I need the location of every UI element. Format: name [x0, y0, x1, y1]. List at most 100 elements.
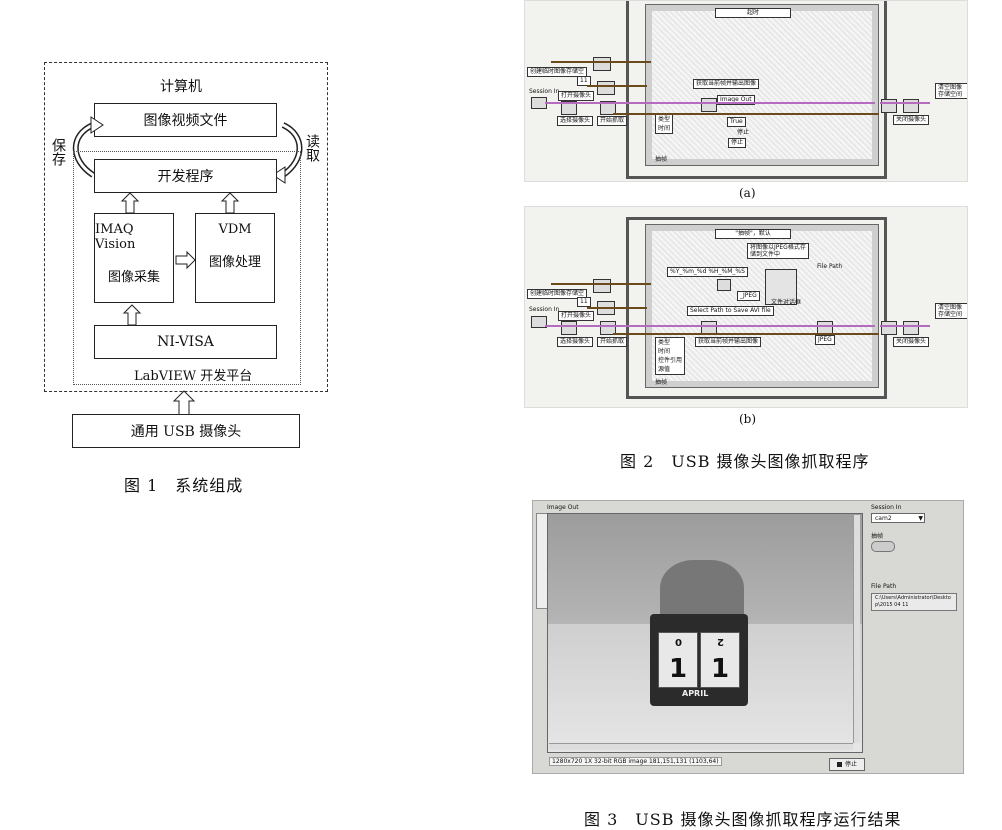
stop-button[interactable]: 停止	[829, 758, 865, 771]
ni-visa-box: NI-VISA	[94, 325, 277, 359]
open-cam-b: 打开摄像头	[558, 311, 595, 321]
stop-btn-a: 停止	[728, 138, 747, 148]
imaq-vision-box: IMAQ Vision 图像采集	[94, 213, 174, 303]
close-cam-b: 关闭摄像头	[893, 337, 930, 347]
stop-label-a: 停止	[737, 129, 750, 136]
frame-icon-a	[701, 98, 717, 112]
idle-label-b: 抽帧	[655, 379, 668, 386]
clear-mem-a: 清空图像存储空间	[935, 83, 967, 99]
file-path-field[interactable]: C:\Users\Administrator\Desktop\2015 04 1…	[871, 593, 957, 611]
save-read-arrows	[72, 116, 303, 184]
create-temp-label-a: 创建临时图像存储空	[527, 67, 588, 77]
stop-button-label: 停止	[844, 761, 857, 768]
file-path-b: File Path	[817, 263, 843, 270]
clear-icon-b	[903, 321, 919, 335]
usb-camera-label: 通用 USB 摄像头	[130, 424, 242, 440]
computer-label: 计算机	[160, 79, 202, 95]
jpeg-select-b: JPEG	[815, 335, 835, 345]
wire-b5	[880, 325, 930, 327]
cal-month: APRIL	[682, 689, 709, 698]
wire-a2	[587, 85, 647, 87]
ni-visa-label: NI-VISA	[157, 334, 214, 350]
session-in-value: cam2	[875, 515, 892, 522]
file-dialog-b: 文件对话框	[771, 299, 802, 306]
save-jpeg-b: 将图像以JPEG格式存储到文件中	[747, 243, 809, 259]
session-icon-b	[531, 316, 547, 328]
type-time-a: 类型时间	[655, 114, 674, 134]
dev-program-box: 开发程序	[94, 159, 277, 193]
get-frame-b: 获取当前帧并输出图像	[695, 337, 762, 347]
session-in-select[interactable]: cam2 ▼	[871, 513, 925, 523]
labview-platform-label: LabVIEW 开发平台	[134, 369, 253, 384]
figure-2a-diagram: 超时 创建临时图像存储空 11 Session In 打开摄像头 选择摄像头 开…	[524, 0, 968, 182]
calendar-cube-left: 0 1	[658, 632, 698, 688]
grab-toggle-label: 抽帧	[871, 533, 884, 540]
case-structure-a	[645, 4, 879, 166]
select-path-b: Select Path to Save AVI file	[687, 306, 774, 316]
type-time-b: 类型时间控件引用源值	[655, 337, 686, 375]
image-out-a: Image Out	[717, 95, 755, 105]
up-arrow-visa	[122, 304, 142, 326]
session-in-label-b: Session In	[529, 306, 560, 313]
wire-b2	[587, 307, 647, 309]
grab-icon-b	[600, 321, 616, 335]
file-dialog-icon-b	[765, 269, 797, 305]
wire-a4	[613, 113, 879, 115]
cal-day-right: 1	[710, 653, 730, 684]
select-cam-b: 选择摄像头	[557, 337, 594, 347]
get-frame-a: 获取当前帧并输出图像	[693, 79, 760, 89]
open-cam-a: 打开摄像头	[558, 91, 595, 101]
case-selector-b: "抽帧"，默认	[715, 229, 791, 239]
clear-mem-b: 清空图像存储空间	[935, 303, 967, 319]
figure-2-caption: 图 2 USB 摄像头图像抓取程序	[620, 452, 870, 471]
open-cam-icon-a	[561, 101, 577, 115]
open-cam-icon-b	[561, 321, 577, 335]
grab-icon-a	[600, 101, 616, 115]
imaq-icon-a1	[593, 57, 611, 71]
image-out-label: Image Out	[547, 504, 579, 511]
vdm-sub: 图像处理	[208, 255, 261, 270]
chevron-down-icon: ▼	[918, 515, 923, 522]
figure-2b-label: (b)	[739, 412, 757, 426]
read-label: 读取	[304, 134, 320, 162]
figure-2b-diagram: "抽帧"，默认 将图像以JPEG格式存储到文件中 File Path %Y_%m…	[524, 206, 968, 408]
case-selector-a: 超时	[715, 8, 791, 18]
vdm-title: VDM	[218, 222, 252, 237]
jpeg-const-b: _JPEG	[737, 291, 760, 301]
dev-program-label: 开发程序	[157, 169, 214, 185]
imaq-title: IMAQ Vision	[95, 222, 136, 252]
up-arrows-dev	[120, 192, 240, 214]
imaq-icon-b1	[593, 279, 611, 293]
session-in-label-a: Session In	[529, 88, 560, 95]
wire-a3	[545, 102, 875, 104]
stop-icon	[836, 762, 842, 767]
usb-camera-box: 通用 USB 摄像头	[72, 414, 300, 448]
video-file-box: 图像视频文件	[94, 103, 277, 137]
imaq-sub: 图像采集	[107, 270, 160, 285]
start-grab-b: 开始抓取	[597, 337, 628, 347]
figure-3-front-panel: Image Out 0 1 2 1 APRIL 1280x720 1X 32-b…	[532, 500, 964, 774]
image-h-scrollbar[interactable]	[549, 743, 853, 750]
idle-label-a: 抽帧	[655, 156, 668, 163]
wire-a1	[551, 61, 651, 63]
cal-day-left: 1	[668, 653, 688, 684]
grab-toggle[interactable]	[871, 541, 895, 552]
fmt-string-b: %Y_%m_%d %H_%M_%S	[667, 267, 748, 277]
const-11-b: 11	[577, 297, 591, 307]
create-temp-label-b: 创建临时图像存储空	[527, 289, 588, 299]
video-file-label: 图像视频文件	[143, 113, 228, 129]
image-v-scrollbar[interactable]	[853, 515, 860, 743]
wire-b3	[545, 325, 875, 327]
status-bar: 1280x720 1X 32-bit RGB image 181,151,131…	[549, 757, 722, 766]
right-arrow-vdm	[175, 250, 196, 270]
save-label: 保存	[50, 138, 66, 166]
file-path-label: File Path	[871, 583, 897, 590]
wire-b1	[551, 283, 651, 285]
cal-top-right: 2	[716, 636, 724, 648]
close-cam-a: 关闭摄像头	[893, 115, 930, 125]
cal-top-left: 0	[674, 636, 682, 648]
select-cam-a: 选择摄像头	[557, 116, 594, 126]
time-icon-b	[717, 279, 731, 291]
image-display[interactable]: 0 1 2 1 APRIL	[547, 513, 863, 753]
bool-node-a: True	[727, 117, 746, 127]
